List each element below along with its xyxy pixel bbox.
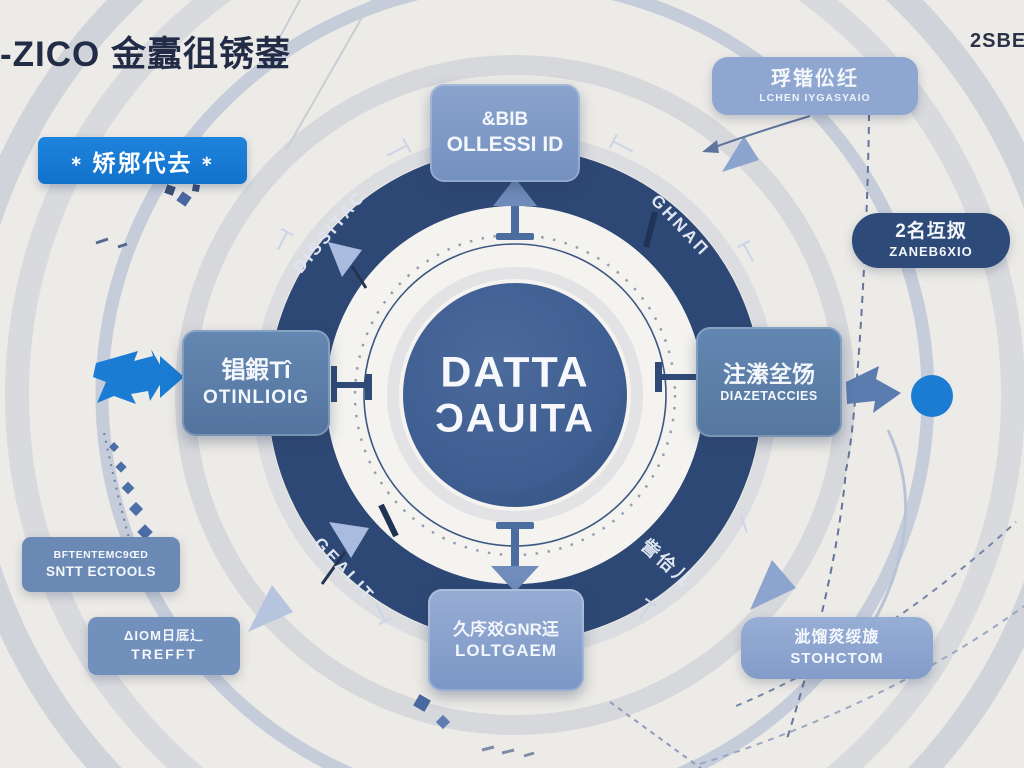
flow-arrows bbox=[248, 136, 796, 632]
connector-top bbox=[493, 178, 537, 240]
dash-marks bbox=[95, 237, 535, 758]
callout-top-right: 琈锴伀纴 LCHEN IYGASYAIO bbox=[712, 57, 918, 115]
center-title: DATTA ƆAUITA bbox=[435, 349, 595, 442]
badge-label: 矫郳代去 bbox=[92, 149, 193, 176]
endpoint-dot bbox=[911, 375, 953, 417]
center-line2: ƆAUITA bbox=[434, 396, 596, 441]
callout-bottom-right: 泚馏菼绥旇 STOHCTOM bbox=[741, 617, 933, 679]
callout-top-right-line1: 琈锴伀纴 bbox=[771, 68, 859, 91]
ring-label-bottom-left: GEALIT bbox=[310, 533, 379, 606]
callout-tools-line1: BFTENTEMC9ŒD bbox=[53, 548, 149, 561]
node-left: 锠鍜Tî OTINLIOIG bbox=[182, 330, 330, 436]
callout-traffic-line2: TREFFT bbox=[131, 646, 197, 663]
radial-ticks bbox=[378, 211, 658, 538]
connector-bottom bbox=[491, 522, 539, 592]
sparkle-icon: ∗ bbox=[200, 152, 216, 170]
ring-tick-marks bbox=[276, 133, 755, 626]
page-title: -ZICO 金蠹徂锈蓥 bbox=[0, 35, 291, 74]
callout-traffic: ΔIOM日厎辶 TREFFT bbox=[88, 617, 240, 675]
callout-top-right-line2: LCHEN IYGASYAIO bbox=[759, 92, 871, 105]
ring-label-top-right: GHNAΠ bbox=[647, 190, 714, 261]
corner-watermark: 2SBET bbox=[970, 30, 1024, 52]
arrow-down-left-top bbox=[722, 136, 759, 172]
output-arrow-right bbox=[846, 366, 953, 417]
node-top-line2: OLLESSI ID bbox=[446, 132, 564, 156]
node-left-line2: OTINLIOIG bbox=[202, 387, 310, 409]
node-top: &BIB OLLESSI ID bbox=[430, 84, 580, 182]
node-right-line1: 注潫坌饧 bbox=[723, 360, 815, 387]
node-right-line2: DIAZETACCIES bbox=[720, 388, 818, 403]
curved-arrow-top-right bbox=[702, 115, 811, 153]
node-right: 注潫坌饧 DIAZETACCIES bbox=[696, 327, 842, 437]
center-line1: DATTA bbox=[440, 348, 590, 397]
node-bottom-line2: LOLTGAEM bbox=[454, 641, 558, 660]
arrow-down-bottomleft bbox=[329, 522, 369, 558]
arrow-up-left bbox=[328, 242, 362, 277]
connector-right bbox=[655, 362, 698, 392]
diagonal-lines bbox=[261, 0, 373, 151]
callout-tools: BFTENTEMC9ŒD SNTT ECTOOLS bbox=[22, 537, 180, 592]
highlight-badge: ∗ 矫郳代去 ∗ bbox=[38, 137, 247, 184]
callout-bottom-right-line2: STOHCTOM bbox=[790, 649, 884, 667]
callout-right-line2: ZANEB6XIO bbox=[889, 244, 973, 260]
callout-right: 2名坘㧐 ZANEB6XIO bbox=[852, 213, 1010, 268]
sparkle-icon: ∗ bbox=[69, 152, 85, 170]
callout-bottom-right-line1: 泚馏菼绥旇 bbox=[794, 628, 880, 646]
ring-label-bottom-right: 訾佮儿 bbox=[637, 535, 698, 593]
connector-left bbox=[331, 366, 372, 402]
callout-right-line1: 2名坘㧐 bbox=[895, 220, 967, 242]
ring-label-top-left: DISSITAC bbox=[289, 186, 370, 277]
callout-traffic-line1: ΔIOM日厎辶 bbox=[124, 628, 204, 644]
arrow-down-bottomright bbox=[750, 560, 796, 610]
node-connectors bbox=[331, 178, 698, 592]
node-left-line1: 锠鍜Tî bbox=[221, 357, 291, 385]
center-circle bbox=[403, 283, 627, 507]
node-bottom: 久庈㸚GNR迋 LOLTGAEM bbox=[428, 589, 584, 691]
arrow-down-left-outer bbox=[248, 585, 293, 632]
callout-tools-line2: SNTT ECTOOLS bbox=[45, 563, 156, 579]
node-top-line1: &BIB bbox=[481, 109, 529, 130]
input-arrow-left bbox=[93, 349, 184, 404]
node-bottom-line1: 久庈㸚GNR迋 bbox=[453, 619, 559, 639]
